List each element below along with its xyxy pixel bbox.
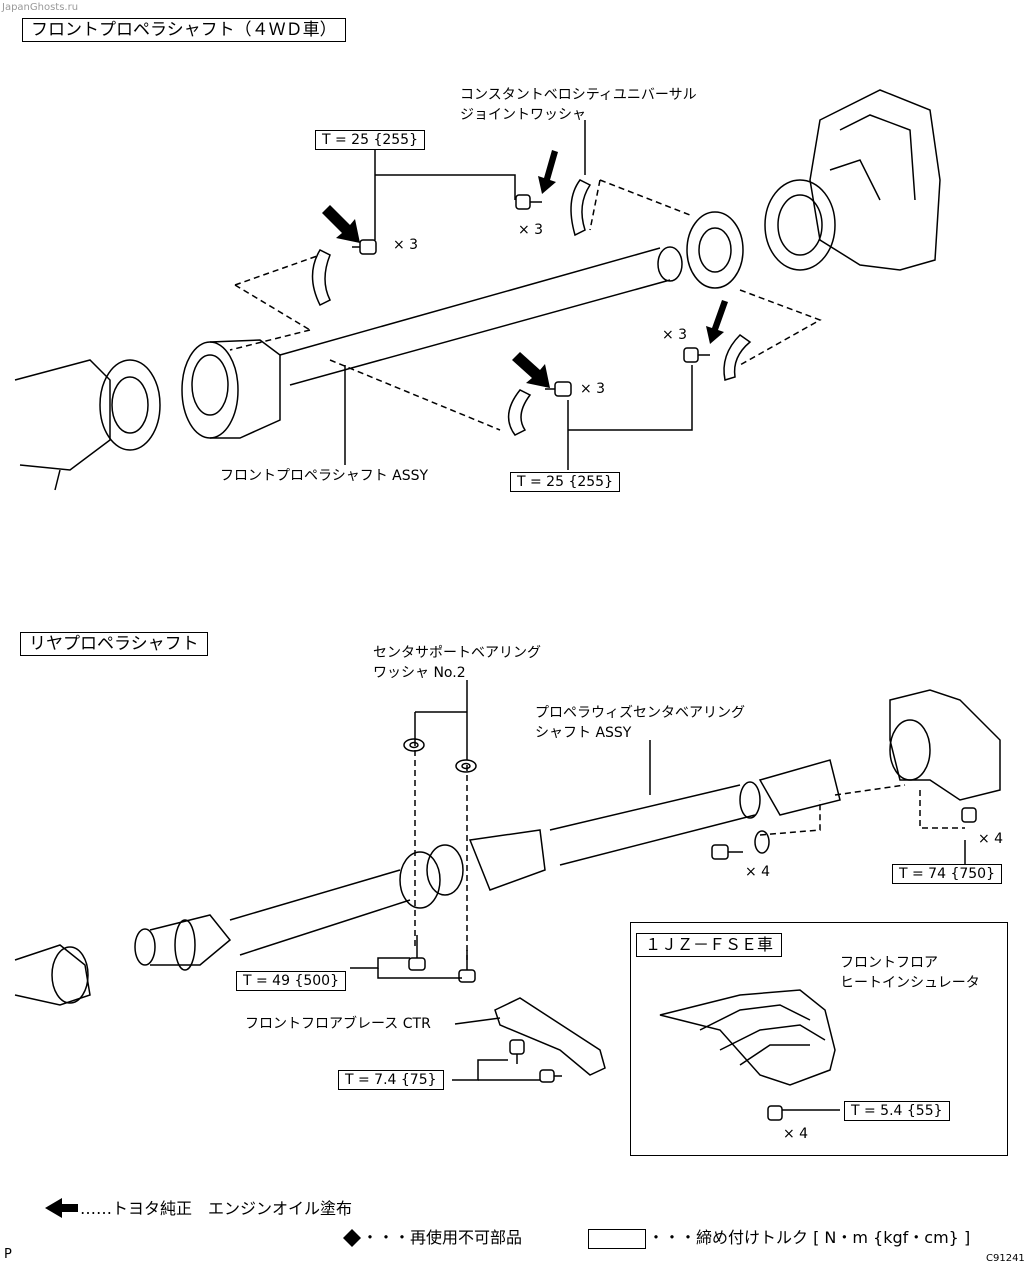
oil-arrows bbox=[322, 150, 728, 388]
floor-brace-drawing bbox=[494, 997, 606, 1076]
watermark: JapanGhosts.ru bbox=[2, 2, 79, 13]
bearing-shaft-label-line1: プロペラウィズセンタベアリング bbox=[535, 705, 745, 721]
qty-label: × 4 bbox=[745, 864, 771, 880]
cv-washer-label-line1: コンスタントベロシティユニバーサル bbox=[460, 87, 697, 103]
torque-box-rear-7-4: T = 7.4 {75} bbox=[338, 1070, 444, 1090]
torque-box-inset: T = 5.4 {55} bbox=[844, 1101, 950, 1121]
qty-label: × 4 bbox=[978, 831, 1004, 847]
legend-oil: ……トヨタ純正 エンジンオイル塗布 bbox=[80, 1199, 353, 1218]
cv-washer-label-line2: ジョイントワッシャ bbox=[460, 107, 586, 123]
front-bolts bbox=[352, 194, 710, 397]
center-washer-label-line1: センタサポートベアリング bbox=[373, 645, 541, 661]
front-shaft-label: フロントプロペラシャフト ASSY bbox=[220, 468, 429, 484]
center-washer-label-line2: ワッシャ No.2 bbox=[373, 665, 466, 681]
bearing-shaft-label-line2: シャフト ASSY bbox=[535, 725, 632, 741]
inset-panel bbox=[630, 922, 1008, 1156]
torque-box-front-top: T = 25 {255} bbox=[315, 130, 425, 150]
qty-label: × 3 bbox=[662, 327, 688, 343]
inset-title: １ＪＺ－ＦＳＥ車 bbox=[636, 933, 783, 957]
qty-label: × 3 bbox=[580, 381, 606, 397]
torque-box-rear-49: T = 49 {500} bbox=[236, 971, 346, 991]
rear-shaft-drawing bbox=[14, 759, 841, 1006]
legend-non-reusable: ・・・再使用不可部品 bbox=[362, 1228, 523, 1247]
qty-label: × 3 bbox=[393, 237, 419, 253]
insulator-label-line2: ヒートインシュレータ bbox=[840, 975, 980, 991]
rear-dashed-guides bbox=[414, 740, 965, 960]
figure-number: C91241 bbox=[986, 1253, 1025, 1264]
front-differential-drawing bbox=[14, 359, 161, 491]
transfer-case-drawing bbox=[764, 89, 941, 271]
corner-left-label: P bbox=[4, 1247, 12, 1262]
torque-box-front-bottom: T = 25 {255} bbox=[510, 472, 620, 492]
rear-leaders bbox=[350, 680, 966, 1111]
front-washers bbox=[311, 179, 752, 436]
front-dashed-guides bbox=[229, 179, 822, 431]
rear-section-title: リヤプロペラシャフト bbox=[20, 632, 208, 656]
floor-brace-label: フロントフロアブレース CTR bbox=[245, 1016, 431, 1032]
front-torque-leaders bbox=[344, 120, 693, 470]
rear-bolts bbox=[408, 807, 977, 1121]
front-section-title: フロントプロペラシャフト（４ＷＤ車） bbox=[22, 18, 346, 42]
torque-box-rear-74: T = 74 {750} bbox=[892, 864, 1002, 884]
rear-differential-drawing bbox=[889, 689, 1001, 801]
legend-torque-box-icon bbox=[588, 1229, 646, 1249]
qty-label: × 3 bbox=[518, 222, 544, 238]
qty-label: × 4 bbox=[783, 1126, 809, 1142]
legend-torque: ・・・締め付けトルク [ N・m {kgf・cm} ] bbox=[648, 1228, 971, 1247]
insulator-label-line1: フロントフロア bbox=[840, 955, 938, 971]
front-shaft-drawing bbox=[181, 211, 744, 439]
rear-washers bbox=[403, 738, 770, 854]
heat-insulator-drawing bbox=[659, 989, 836, 1086]
